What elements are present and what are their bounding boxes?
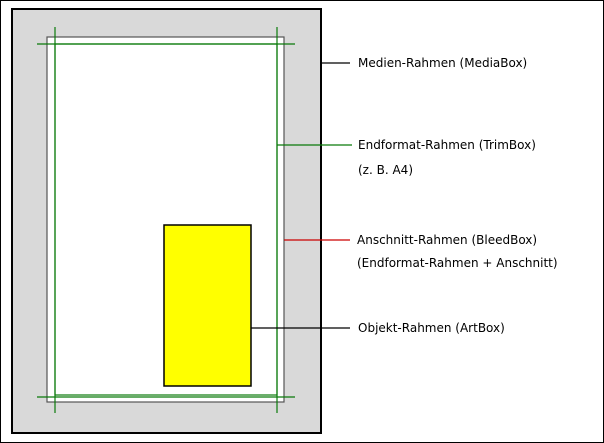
bleed-label: Anschnitt-Rahmen (BleedBox) (357, 233, 537, 247)
bleed-note: (Endformat-Rahmen + Anschnitt) (357, 256, 558, 270)
media-label: Medien-Rahmen (MediaBox) (358, 56, 527, 70)
art-label: Objekt-Rahmen (ArtBox) (358, 321, 505, 335)
trim-label: Endformat-Rahmen (TrimBox) (358, 138, 536, 152)
art-box (163, 224, 252, 387)
trim-crop-marks (37, 27, 295, 413)
trim-note: (z. B. A4) (358, 163, 413, 177)
